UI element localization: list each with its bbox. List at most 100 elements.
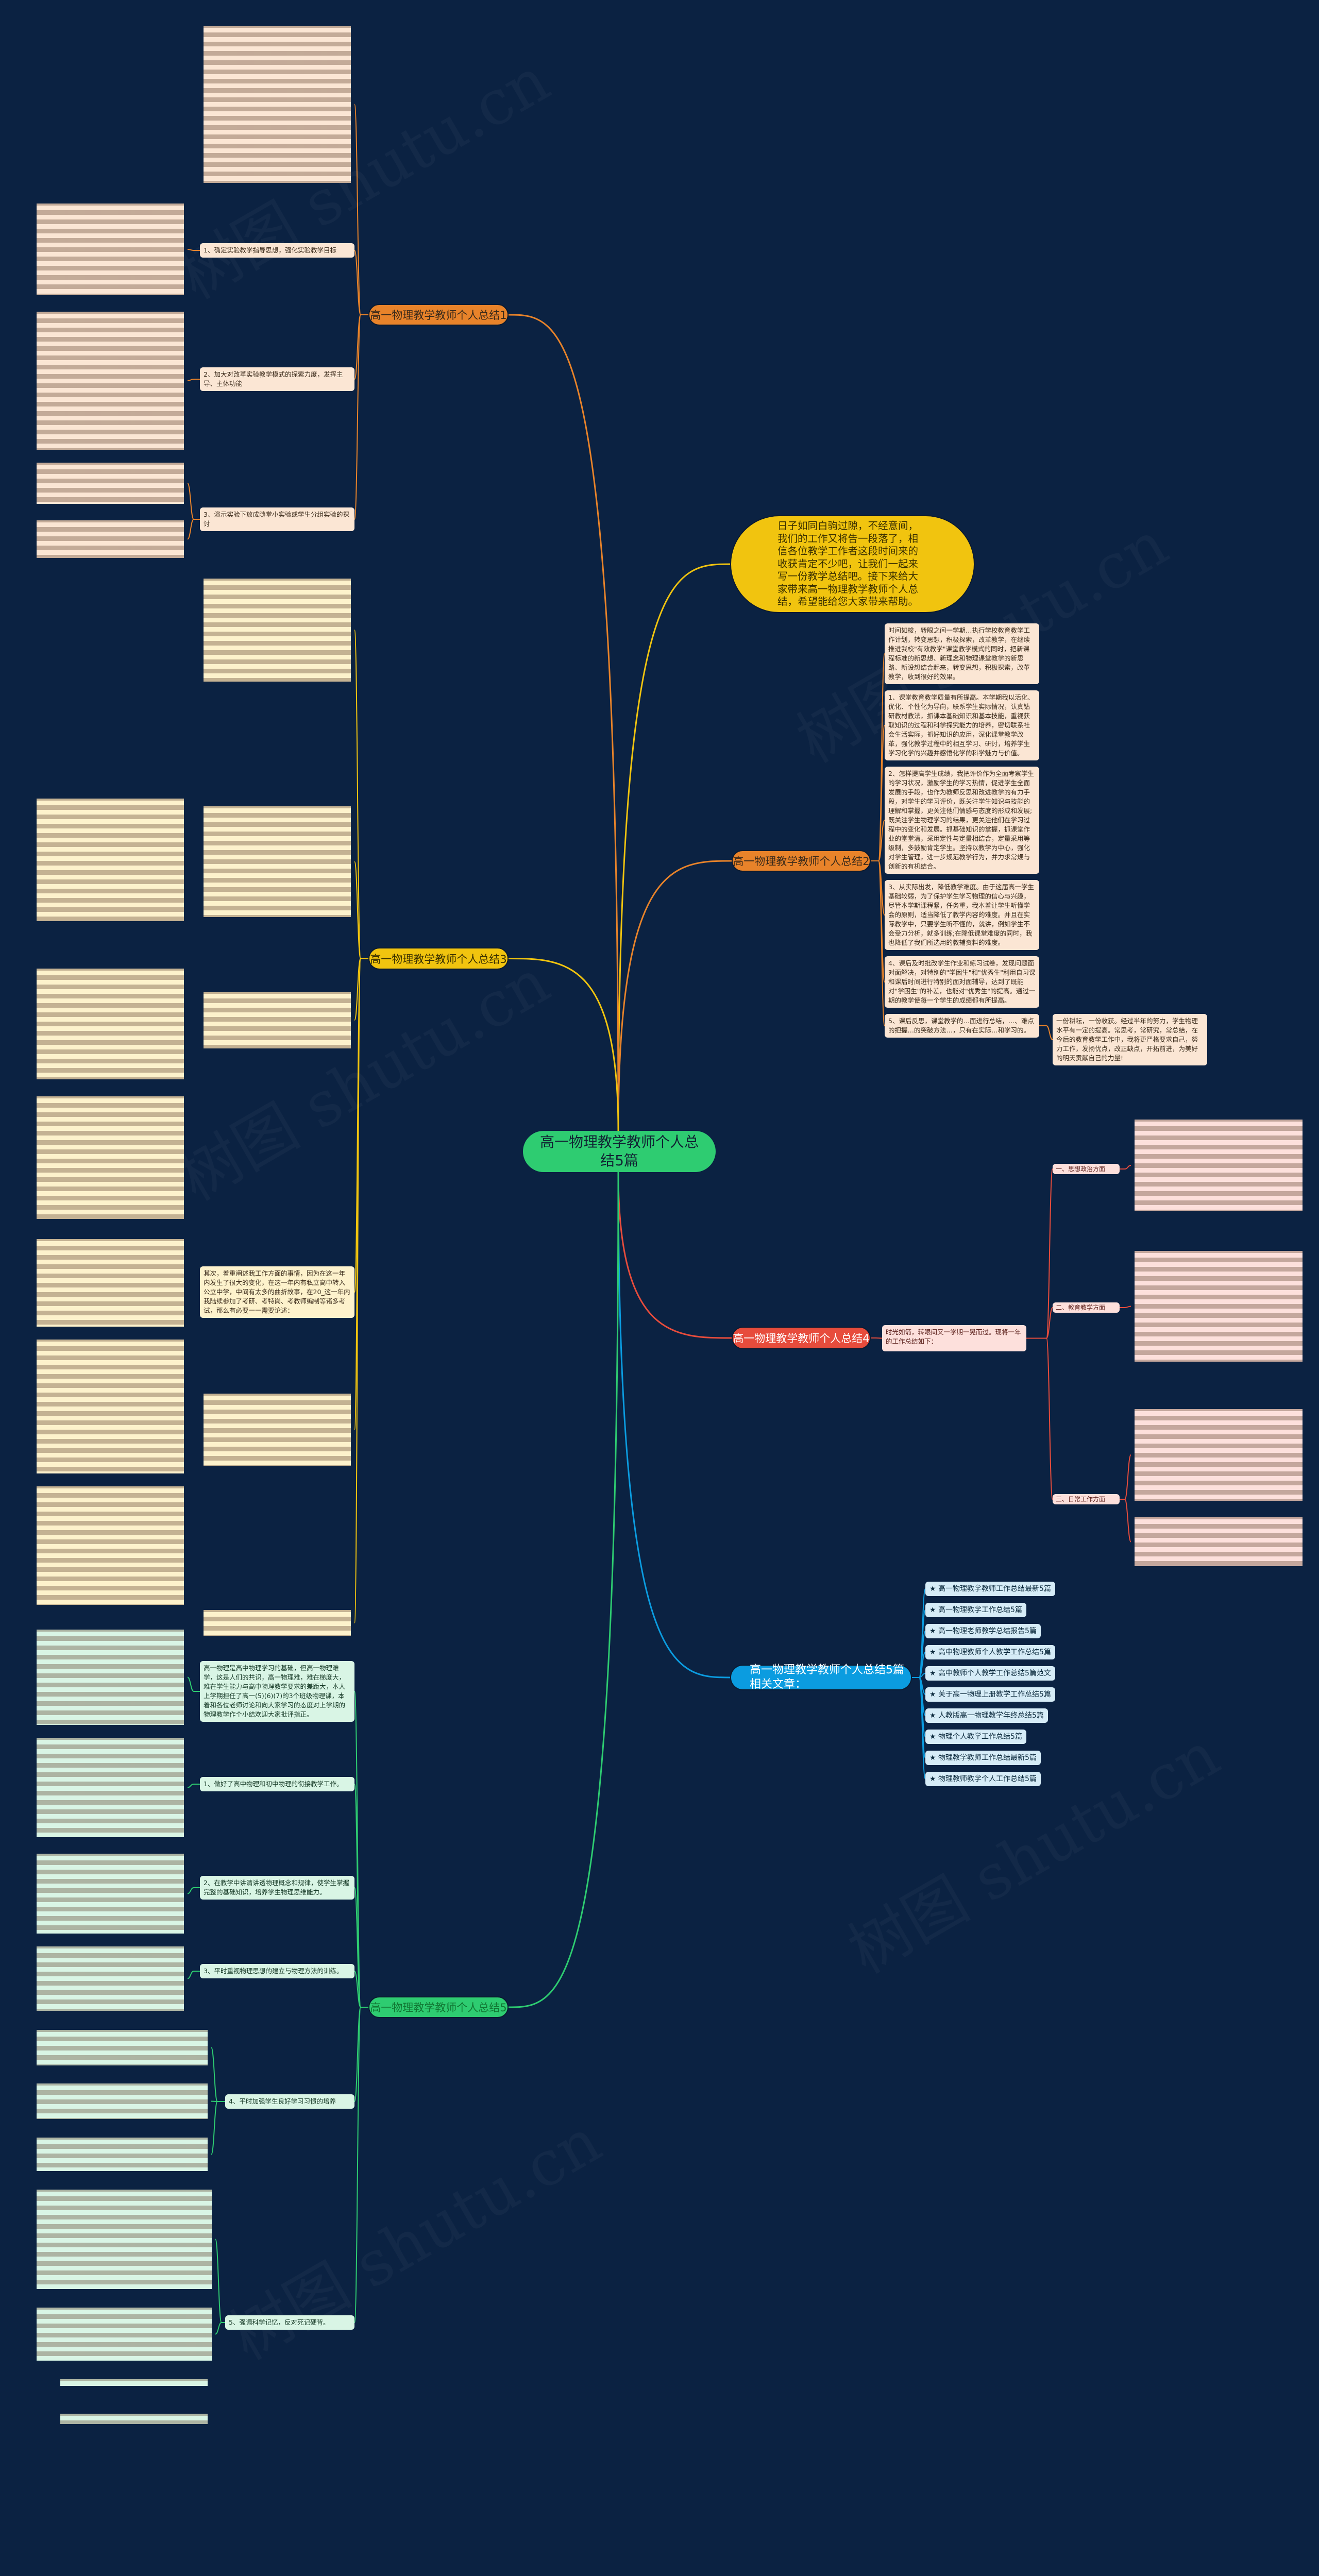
related-article-link[interactable]: ★ 高中物理教师个人教学工作总结5篇 (925, 1645, 1055, 1659)
intro-node[interactable]: 日子如同白驹过隙，不经意间，我们的工作又将告一段落了，相信各位教学工作者这段时间… (730, 515, 975, 613)
related-article-link[interactable]: ★ 高中教师个人教学工作总结5篇范文 (925, 1666, 1055, 1681)
central-topic[interactable]: 高一物理教学教师个人总结5篇 (523, 1131, 716, 1172)
summary-5-detail-box[interactable] (33, 1627, 188, 1727)
connector (187, 1971, 200, 1979)
summary-3-detail-box[interactable] (33, 1484, 188, 1607)
related-article-link[interactable]: ★ 高一物理老师教学总结报告5篇 (925, 1624, 1041, 1638)
connector (1120, 1454, 1131, 1500)
connector (354, 1887, 368, 2008)
connector (187, 1887, 200, 1894)
summary-3-box[interactable] (200, 804, 354, 920)
summary-4-intro[interactable]: 时光如箭，转眼间又一学期一晃而过。现将一年的工作总结如下： (882, 1325, 1026, 1351)
summary-5-detail-box[interactable] (57, 2377, 211, 2388)
summary-1-item[interactable]: 3、演示实验下放成随堂小实验或学生分组实验的探讨 (200, 507, 354, 531)
summary-5-detail-box[interactable] (33, 2135, 211, 2174)
connector (354, 314, 368, 520)
related-article-link[interactable]: ★ 关于高一物理上册教学工作总结5篇 (925, 1687, 1055, 1702)
related-article-link[interactable]: ★ 高一物理教学教师工作总结最新5篇 (925, 1582, 1055, 1596)
summary-3-detail-box[interactable] (33, 966, 188, 1082)
summary-2-intro-box[interactable]: 时间如梭，转眼之间一学期…执行学校教育教学工作计划，转变思想，积极探索，改革教学… (885, 623, 1039, 684)
connector (215, 2322, 225, 2335)
summary-3-box[interactable] (200, 1391, 354, 1468)
summary-1-item[interactable]: 2、加大对改革实验教学模式的探索力度，发挥主导、主体功能 (200, 367, 354, 391)
connector (1120, 1306, 1131, 1308)
connector (912, 1652, 926, 1678)
summary-4-section-body[interactable] (1131, 1515, 1306, 1569)
connector (871, 820, 885, 861)
summary-5-item[interactable]: 2、在教学中讲清讲透物理概念和规律，使学生掌握完整的基础知识，培养学生物理思维能… (200, 1876, 354, 1900)
summary-5-detail-box[interactable] (57, 2411, 211, 2427)
summary-3-detail-box[interactable] (33, 796, 188, 924)
connector (187, 1676, 200, 1692)
branch-summary-4[interactable]: 高一物理教学教师个人总结4 (732, 1327, 871, 1349)
summary-3-detail-box[interactable] (33, 1094, 188, 1222)
summary-2-item[interactable]: 3、从实际出发，降低教学难度。由于这届高一学生基础较弱，为了保护学生学习物理的信… (885, 880, 1039, 950)
summary-5-item[interactable]: 3、平时重视物理思想的建立与物理方法的训练。 (200, 1964, 354, 1978)
summary-5-detail-box[interactable] (33, 2305, 215, 2363)
connector (912, 1673, 926, 1678)
connector (187, 1784, 200, 1788)
connector (1120, 1165, 1131, 1170)
summary-4-section-body[interactable] (1131, 1117, 1306, 1214)
summary-2-closing[interactable]: 一份耕耘，一份收获。经过半年的努力，学生物理水平有一定的提高。常思考，常研究，常… (1053, 1014, 1207, 1065)
connector (354, 250, 368, 315)
summary-3-box[interactable] (200, 989, 354, 1051)
summary-4-section[interactable]: 三、日常工作方面 (1053, 1494, 1120, 1504)
branch-summary-2[interactable]: 高一物理教学教师个人总结2 (732, 850, 871, 872)
summary-5-detail-box[interactable] (33, 2187, 215, 2292)
summary-5-detail-box[interactable] (33, 2081, 211, 2122)
related-article-link[interactable]: ★ 高一物理教学工作总结5篇 (925, 1603, 1026, 1617)
summary-2-item[interactable]: 4、课后及时批改学生作业和练习试卷，发现问题面对面解决，对特别的"学困生"和"优… (885, 956, 1039, 1008)
summary-1-detail-box[interactable] (33, 518, 188, 561)
summary-5-detail-box[interactable] (33, 2027, 211, 2068)
connector (912, 1631, 926, 1678)
summary-4-section-body[interactable] (1131, 1248, 1306, 1364)
summary-2-item[interactable]: 2、怎样提高学生成绩，我把评价作为全面考察学生的学习状况，激励学生的学习热情，促… (885, 767, 1039, 874)
related-article-link[interactable]: ★ 物理教师教学个人工作总结5篇 (925, 1772, 1041, 1786)
summary-3-detail-box[interactable] (33, 1236, 188, 1329)
summary-5-detail-box[interactable] (33, 1735, 188, 1840)
summary-2-item[interactable]: 5、课后反思，课堂教学的…面进行总结，…、难点的把握…的突破方法…，只有在实际…… (885, 1014, 1039, 1038)
summary-1-detail-box[interactable] (33, 309, 188, 452)
connector (354, 1784, 368, 2008)
summary-4-section-body[interactable] (1131, 1406, 1306, 1503)
connector (354, 2007, 368, 2102)
connector (211, 2047, 225, 2102)
summary-3-work-box[interactable]: 其次，着重阐述我工作方面的事情，因为在这一年内发生了很大的变化，在这一年内有私立… (200, 1266, 354, 1318)
connector (1026, 1307, 1053, 1339)
summary-1-intro-box[interactable] (200, 23, 354, 185)
related-article-link[interactable]: ★ 人教版高一物理教学年终总结5篇 (925, 1708, 1048, 1723)
summary-5-item[interactable]: 5、强调科学记忆，反对死记硬背。 (225, 2315, 354, 2330)
summary-3-box[interactable] (200, 576, 354, 684)
summary-5-item[interactable]: 1、做好了高中物理和初中物理的衔接教学工作。 (200, 1777, 354, 1791)
summary-1-item[interactable]: 1、确定实验教学指导思想，强化实验教学目标 (200, 243, 354, 258)
summary-2-item[interactable]: 1、课堂教育教学质量有所提高。本学期我以活化、优化、个性化为导向，联系学生实际情… (885, 690, 1039, 760)
summary-3-box[interactable] (200, 1607, 354, 1638)
connector (912, 1677, 926, 1695)
branch-summary-1[interactable]: 高一物理教学教师个人总结1 (368, 304, 509, 326)
connector (187, 379, 200, 381)
related-article-link[interactable]: ★ 物理个人教学工作总结5篇 (925, 1730, 1026, 1744)
summary-4-section[interactable]: 一、思想政治方面 (1053, 1164, 1120, 1174)
summary-5-item[interactable]: 4、平时加强学生良好学习习惯的培养 (225, 2094, 354, 2109)
connector (354, 1971, 368, 2008)
connector (617, 563, 731, 1131)
related-articles-node[interactable]: 高一物理教学教师个人总结5篇相关文章： (730, 1664, 912, 1691)
connector (871, 860, 885, 916)
branch-summary-3[interactable]: 高一物理教学教师个人总结3 (368, 947, 509, 970)
watermark: 树图 shutu.cn (211, 2092, 614, 2377)
summary-4-section[interactable]: 二、教育教学方面 (1053, 1302, 1120, 1313)
related-article-link[interactable]: ★ 物理教学教师工作总结最新5篇 (925, 1751, 1041, 1765)
summary-3-detail-box[interactable] (33, 1337, 188, 1476)
connector (617, 1172, 731, 1679)
summary-5-detail-box[interactable] (33, 1851, 188, 1936)
summary-5-detail-box[interactable] (33, 1944, 188, 2013)
branch-summary-5[interactable]: 高一物理教学教师个人总结5 (368, 1996, 509, 2018)
connector (187, 483, 200, 520)
connector (354, 958, 368, 1021)
summary-1-detail-box[interactable] (33, 201, 188, 298)
connector (912, 1677, 926, 1758)
summary-5-intro[interactable]: 高一物理是高中物理学习的基础，但高一物理难学，这是人们的共识，高一物理难，难在梯… (200, 1661, 354, 1722)
connector (912, 1588, 926, 1678)
summary-1-detail-box[interactable] (33, 460, 188, 506)
